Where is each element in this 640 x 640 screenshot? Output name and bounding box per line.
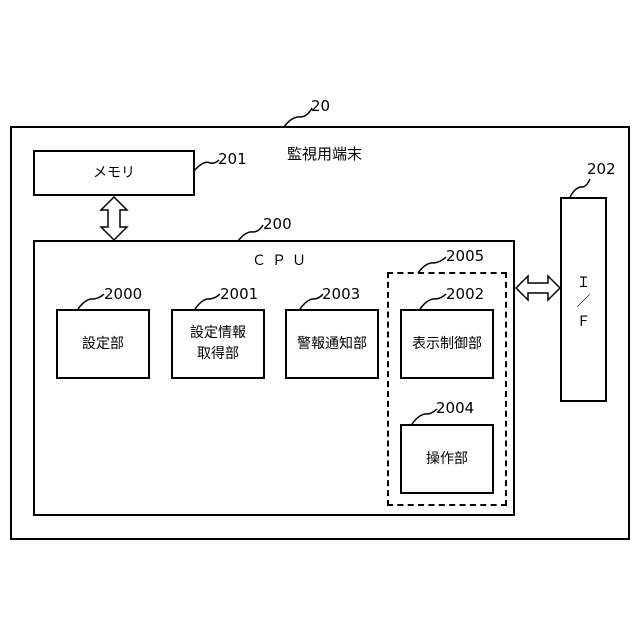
interface-ref: 202 (587, 162, 616, 177)
unit-alarm-notify: 警報通知部 (285, 309, 379, 379)
interface-label-3: Ｆ (562, 311, 605, 331)
unit-setting-info-ref: 2001 (220, 287, 258, 302)
interface-box: Ｉ ／ Ｆ (560, 197, 607, 402)
unit-setting-ref: 2000 (104, 287, 142, 302)
cpu-ref: 200 (263, 217, 292, 232)
group-ref: 2005 (446, 249, 484, 264)
unit-setting-info-label-1: 設定情報 (190, 323, 246, 344)
memory-box: メモリ (33, 150, 195, 196)
unit-setting-info-acquire: 設定情報 取得部 (171, 309, 265, 379)
unit-alarm-notify-label: 警報通知部 (297, 334, 367, 355)
unit-operation-ref: 2004 (436, 401, 474, 416)
unit-operation: 操作部 (400, 424, 494, 494)
interface-label-2: ／ (562, 291, 605, 311)
unit-display-control-label: 表示制御部 (412, 334, 482, 355)
cpu-label: ＣＰＵ (252, 254, 312, 268)
interface-label-1: Ｉ (562, 272, 605, 292)
unit-alarm-notify-ref: 2003 (322, 287, 360, 302)
memory-ref: 201 (218, 152, 247, 167)
unit-operation-label: 操作部 (426, 449, 468, 470)
terminal-ref: 20 (311, 99, 330, 114)
unit-display-control-ref: 2002 (446, 287, 484, 302)
unit-display-control: 表示制御部 (400, 309, 494, 379)
unit-setting-label: 設定部 (82, 334, 124, 355)
memory-label: メモリ (93, 163, 135, 184)
unit-setting-info-label-2: 取得部 (190, 344, 246, 365)
unit-setting: 設定部 (56, 309, 150, 379)
terminal-leader (284, 108, 312, 127)
terminal-title: 監視用端末 (287, 147, 362, 162)
